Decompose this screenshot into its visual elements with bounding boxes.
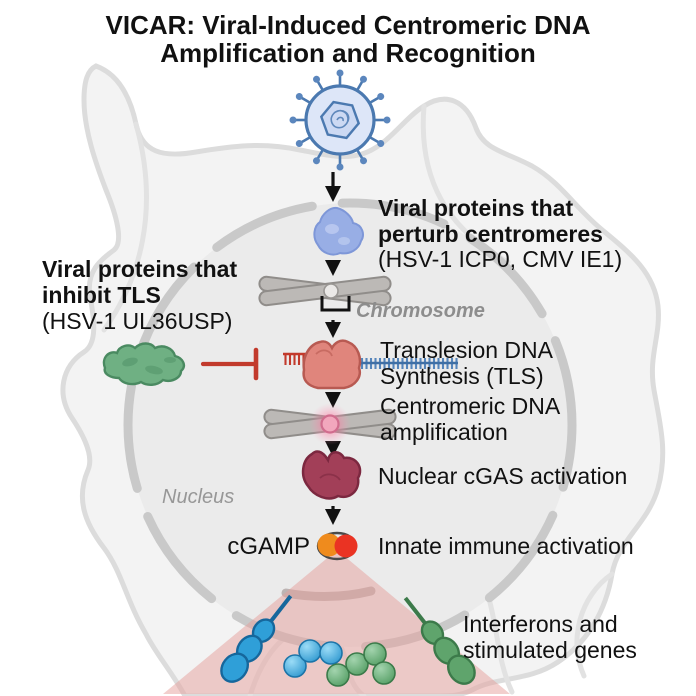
inhibit-label-line3: (HSV-1 UL36USP) xyxy=(42,308,232,334)
viral-genome-icon xyxy=(330,109,350,129)
cgas-protein-icon xyxy=(301,450,362,500)
tls-label-line1: Translesion DNA xyxy=(380,337,554,363)
innate-label: Innate immune activation xyxy=(378,533,634,559)
chromosome-label: Chromosome xyxy=(356,300,485,322)
centromere-icon xyxy=(323,283,339,299)
capsid-icon xyxy=(319,100,361,140)
membrane-fold-left xyxy=(101,121,149,333)
cgamp-label: cGAMP xyxy=(227,533,310,560)
isg-label-line1: Interferons and xyxy=(463,611,618,637)
page-title-line1: VICAR: Viral-Induced Centromeric DNA xyxy=(106,10,591,40)
viral-protein-blob-icon xyxy=(313,206,364,256)
cytokine-balls-green xyxy=(326,642,396,687)
amplification-label-line1: Centromeric DNA xyxy=(380,393,561,419)
perturb-label-line1: Viral proteins that xyxy=(378,195,573,221)
tls-label-line2: Synthesis (TLS) xyxy=(380,363,544,389)
isg-label-line2: stimulated genes xyxy=(463,637,637,663)
membrane-fold-bottomright xyxy=(574,571,615,679)
nucleus-label: Nucleus xyxy=(162,486,234,508)
centromere-bracket xyxy=(320,296,351,312)
herpesvirus-particle-icon xyxy=(288,68,392,172)
inhibit-label-line1: Viral proteins that xyxy=(42,256,237,282)
amplified-centromere-icon xyxy=(320,414,340,434)
perturb-label-line3: (HSV-1 ICP0, CMV IE1) xyxy=(378,246,622,272)
cgamp-orange-base xyxy=(317,533,341,557)
cgamp-dinucleotide-icon xyxy=(316,531,358,561)
cytokine-balls-blue xyxy=(283,639,343,678)
red-inhibition-tbar-icon xyxy=(200,347,259,381)
inhibit-label-line2: inhibit TLS xyxy=(42,282,161,308)
chromosome-icon xyxy=(257,275,393,307)
interferon-receptor-blue-icon xyxy=(220,594,293,683)
page-title-line2: Amplification and Recognition xyxy=(160,38,536,68)
amplification-label-line2: amplification xyxy=(380,419,508,445)
interferon-receptor-green-icon xyxy=(403,596,476,685)
amplified-chromosome-icon xyxy=(262,403,398,445)
tls-inhibitor-protein-icon xyxy=(102,342,186,386)
perturb-label-line2: perturb centromeres xyxy=(378,221,603,247)
cgas-label: Nuclear cGAS activation xyxy=(378,463,627,489)
cgamp-red-base xyxy=(334,534,358,558)
tls-polymerase-on-dna-icon xyxy=(283,339,458,390)
